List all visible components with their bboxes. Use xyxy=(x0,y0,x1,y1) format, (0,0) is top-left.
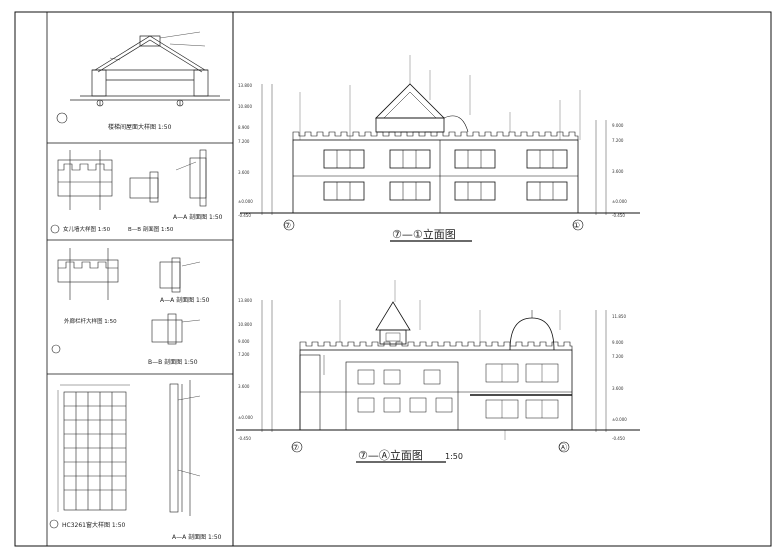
svg-text:3.600: 3.600 xyxy=(612,169,624,174)
svg-text:11.850: 11.850 xyxy=(612,314,626,319)
bottom-levels-right: 11.850 9.000 7.200 3.600 ±0.000 -0.450 xyxy=(612,314,627,441)
svg-text:-0.450: -0.450 xyxy=(612,213,625,218)
top-axis-left: ⑦ xyxy=(284,221,291,230)
svg-text:10.800: 10.800 xyxy=(238,104,252,109)
detail-2-title: 女儿墙大样图 1:50 xyxy=(63,225,111,233)
top-levels-left: 13.800 10.800 8.900 7.200 3.600 ±0.000 -… xyxy=(238,83,253,218)
bottom-axis-left: ⑦ xyxy=(292,443,299,452)
top-axis-left-circle xyxy=(283,219,295,231)
svg-text:±0.000: ±0.000 xyxy=(238,415,253,420)
detail-3-railing xyxy=(57,248,201,345)
svg-text:7.200: 7.200 xyxy=(238,139,250,144)
top-elevation-title: ⑦—①立面图 xyxy=(392,227,456,241)
detail-2-section-aa: A—A 剖面图 1:50 xyxy=(173,213,223,221)
svg-text:±0.000: ±0.000 xyxy=(238,199,253,204)
outer-frame xyxy=(14,11,772,547)
bottom-elevation-scale: 1:50 xyxy=(445,452,463,461)
detail-2-number-circle xyxy=(50,224,60,234)
detail-4-number-circle xyxy=(49,519,59,529)
svg-text:9.000: 9.000 xyxy=(612,123,624,128)
detail-1-stair-roof xyxy=(70,31,230,106)
detail-3-title: 外廊栏杆大样图 1:50 xyxy=(64,317,117,325)
svg-text:8.900: 8.900 xyxy=(238,125,250,130)
detail-4-title: HC3261窗大样图 1:50 xyxy=(62,521,126,529)
bottom-axis-left-circle xyxy=(291,441,303,453)
detail-1-title: 楼梯间屋面大样图 1:50 xyxy=(108,123,172,131)
svg-text:10.800: 10.800 xyxy=(238,322,252,327)
top-axis-right-circle xyxy=(572,219,584,231)
detail-3-number-circle xyxy=(51,344,61,354)
bottom-axis-right-circle xyxy=(558,441,570,453)
bottom-elevation-title: ⑦—Ⓐ立面图 xyxy=(358,448,423,462)
svg-text:-0.450: -0.450 xyxy=(238,436,251,441)
top-elevation xyxy=(240,55,640,215)
svg-text:3.600: 3.600 xyxy=(612,386,624,391)
svg-text:7.200: 7.200 xyxy=(238,352,250,357)
detail-1-number-circle xyxy=(56,112,68,124)
svg-text:9.000: 9.000 xyxy=(238,339,250,344)
bottom-levels-left: 13.800 10.800 9.000 7.200 3.600 ±0.000 -… xyxy=(238,298,253,441)
detail-4-section-aa: A—A 剖面图 1:50 xyxy=(172,533,222,541)
svg-text:±0.000: ±0.000 xyxy=(612,199,627,204)
detail-1-axis-left xyxy=(96,99,104,107)
detail-1-axis-right xyxy=(176,99,184,107)
svg-text:3.600: 3.600 xyxy=(238,170,250,175)
svg-text:7.200: 7.200 xyxy=(612,138,624,143)
detail-4-window xyxy=(57,380,201,516)
top-axis-right: ① xyxy=(573,221,580,230)
svg-text:-0.450: -0.450 xyxy=(612,436,625,441)
top-levels-right: 9.000 7.200 3.600 ±0.000 -0.450 xyxy=(612,123,627,218)
bottom-axis-right: Ⓐ xyxy=(559,443,567,452)
svg-text:9.000: 9.000 xyxy=(612,340,624,345)
svg-text:7.200: 7.200 xyxy=(612,354,624,359)
svg-text:-0.450: -0.450 xyxy=(238,213,251,218)
detail-3-section-aa: A—A 剖面图 1:50 xyxy=(160,296,210,304)
svg-text:±0.000: ±0.000 xyxy=(612,417,627,422)
svg-text:13.800: 13.800 xyxy=(238,298,252,303)
bottom-elevation xyxy=(236,280,640,440)
detail-2-parapet xyxy=(57,149,207,210)
svg-text:13.800: 13.800 xyxy=(238,83,252,88)
detail-2-section-bb: B—B 剖面图 1:50 xyxy=(128,225,174,233)
detail-3-section-bb: B—B 剖面图 1:50 xyxy=(148,358,198,366)
svg-text:3.600: 3.600 xyxy=(238,384,250,389)
